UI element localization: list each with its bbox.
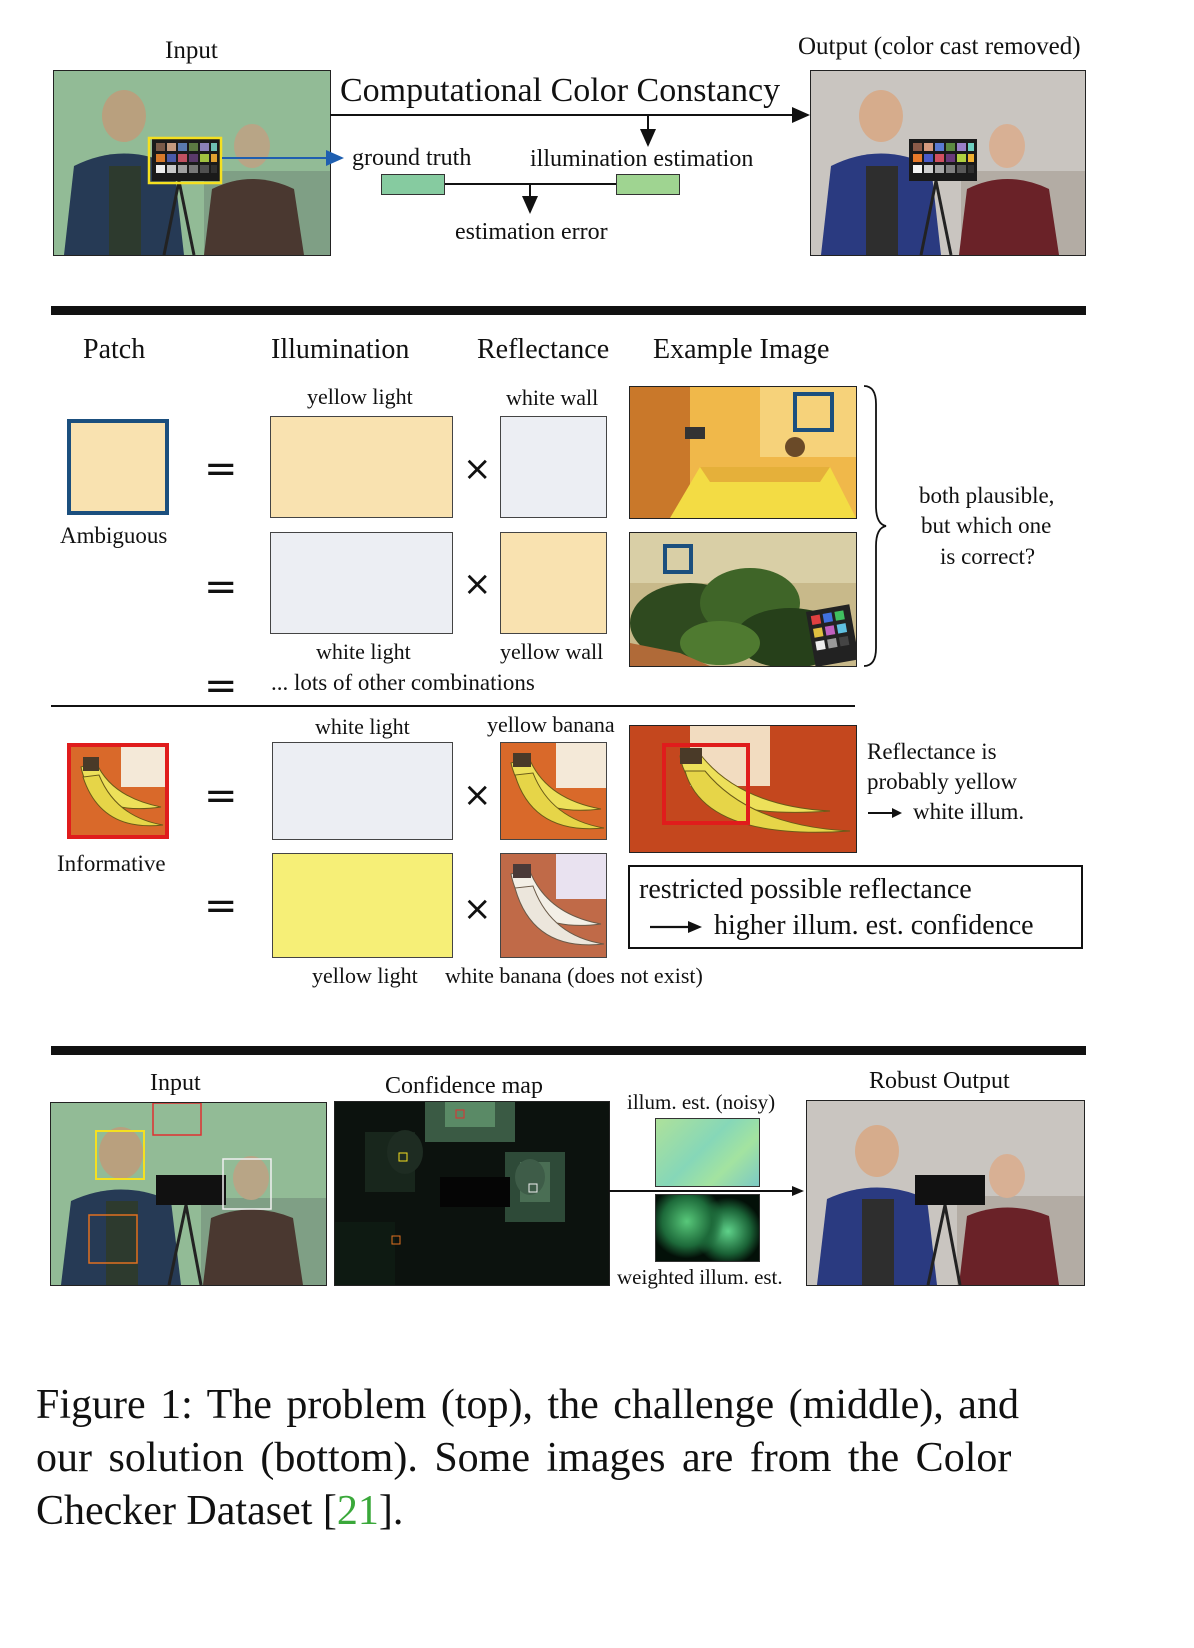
info-row2-refl-label: white banana (does not exist) bbox=[445, 963, 703, 988]
ambiguous-label: Ambiguous bbox=[60, 523, 168, 548]
info-row2-illum-label: yellow light bbox=[312, 963, 418, 988]
top-output-label: Output (color cast removed) bbox=[798, 33, 1081, 60]
info-row1-refl-label: yellow banana bbox=[487, 712, 615, 737]
color-checker-highlight bbox=[147, 136, 223, 185]
bottom-input-photo bbox=[50, 1102, 327, 1286]
illum-estimate-swatch bbox=[616, 174, 680, 195]
times-sign: × bbox=[463, 889, 492, 929]
header-example-image: Example Image bbox=[653, 334, 830, 365]
noisy-estimate-map bbox=[655, 1118, 760, 1187]
times-sign: × bbox=[463, 449, 492, 489]
amb-row1-illum-label: yellow light bbox=[307, 384, 413, 409]
robust-output-scene bbox=[807, 1101, 1084, 1285]
top-input-scene bbox=[54, 71, 330, 255]
info-row2-white-banana bbox=[500, 853, 607, 958]
method-title: Computational Color Constancy bbox=[340, 72, 781, 109]
weighted-estimate-map bbox=[655, 1194, 760, 1262]
equals-sign: = bbox=[204, 883, 238, 929]
arrow-right-icon bbox=[650, 921, 702, 933]
other-combinations: ... lots of other combinations bbox=[271, 670, 535, 695]
top-output-scene bbox=[811, 71, 1085, 255]
banana-scene bbox=[630, 726, 856, 852]
ground-truth-swatch bbox=[381, 174, 445, 195]
caption-line2: our solution (bottom). Some images are f… bbox=[36, 1435, 1012, 1481]
header-illumination: Illumination bbox=[271, 334, 410, 365]
info-row1-yellow-banana bbox=[500, 742, 607, 840]
ground-truth-label: ground truth bbox=[352, 145, 472, 171]
top-input-photo bbox=[53, 70, 331, 256]
amb-row2-illum-label: white light bbox=[316, 639, 411, 664]
info-row1-white-light bbox=[272, 742, 453, 840]
ambiguous-patch bbox=[67, 419, 169, 515]
brace-icon bbox=[863, 385, 887, 667]
info-row1-illum-label: white light bbox=[315, 714, 410, 739]
example-image-banana bbox=[629, 725, 857, 853]
amb-row1-yellow-light bbox=[270, 416, 453, 518]
robust-output-label: Robust Output bbox=[869, 1068, 1010, 1094]
header-reflectance: Reflectance bbox=[477, 334, 610, 365]
informative-note-line1: Reflectance is bbox=[867, 739, 997, 764]
informative-note-line2: probably yellow bbox=[867, 769, 1018, 794]
amb-row2-refl-label: yellow wall bbox=[500, 639, 604, 664]
plant-scene bbox=[630, 533, 856, 666]
equals-sign: = bbox=[204, 773, 238, 819]
arrow-right-icon bbox=[608, 1186, 804, 1196]
ambiguous-note-line1: both plausible, bbox=[919, 483, 1055, 508]
white-banana-image bbox=[501, 854, 606, 957]
confidence-map-scene bbox=[335, 1102, 609, 1285]
estimation-error-label: estimation error bbox=[455, 219, 608, 245]
top-output-photo bbox=[810, 70, 1086, 256]
confidence-map-label: Confidence map bbox=[385, 1073, 543, 1099]
confidence-callout-box bbox=[628, 865, 1083, 949]
room-scene bbox=[630, 387, 856, 518]
bottom-input-label: Input bbox=[150, 1070, 201, 1096]
section-divider-top bbox=[51, 306, 1086, 315]
confidence-map-image bbox=[334, 1101, 610, 1286]
equals-sign: = bbox=[204, 446, 238, 492]
middle-separator bbox=[51, 705, 855, 707]
color-checker-chart bbox=[805, 604, 856, 666]
noisy-estimate-label: illum. est. (noisy) bbox=[627, 1090, 776, 1114]
equals-sign: = bbox=[204, 564, 238, 610]
informative-note-line3: white illum. bbox=[913, 799, 1025, 824]
caption-line3: Checker Dataset [21]. bbox=[36, 1490, 403, 1532]
ambiguous-note-line3: is correct? bbox=[940, 544, 1036, 569]
top-flow-arrows bbox=[222, 107, 810, 214]
times-sign: × bbox=[463, 775, 492, 815]
yellow-banana-image bbox=[501, 743, 606, 839]
illum-estimation-label: illumination estimation bbox=[530, 146, 754, 172]
citation-link[interactable]: 21 bbox=[336, 1488, 379, 1534]
callout-line1: restricted possible reflectance bbox=[639, 874, 972, 905]
section-divider-bottom bbox=[51, 1046, 1086, 1055]
equals-sign: = bbox=[204, 663, 238, 709]
robust-output-photo bbox=[806, 1100, 1085, 1286]
example-image-plant bbox=[629, 532, 857, 667]
amb-row2-white-light bbox=[270, 532, 453, 634]
caption-line1: Figure 1: The problem (top), the challen… bbox=[36, 1382, 1019, 1428]
arrow-right-icon bbox=[868, 808, 902, 818]
top-input-label: Input bbox=[165, 37, 218, 64]
informative-label: Informative bbox=[57, 851, 166, 876]
callout-line2: higher illum. est. confidence bbox=[714, 910, 1034, 941]
header-patch: Patch bbox=[83, 334, 146, 365]
amb-row1-refl-label: white wall bbox=[506, 385, 599, 410]
ambiguous-note-line2: but which one bbox=[921, 513, 1052, 538]
informative-patch bbox=[67, 743, 169, 839]
info-row2-yellow-light bbox=[272, 853, 453, 958]
bottom-input-scene bbox=[51, 1103, 326, 1285]
amb-row1-white-wall bbox=[500, 416, 607, 518]
weighted-estimate-label: weighted illum. est. bbox=[617, 1265, 783, 1289]
example-image-room bbox=[629, 386, 857, 519]
caption-line3-prefix: Checker Dataset [ bbox=[36, 1488, 337, 1534]
amb-row2-yellow-wall bbox=[500, 532, 607, 634]
times-sign: × bbox=[463, 564, 492, 604]
caption-line3-suffix: ]. bbox=[378, 1488, 404, 1534]
color-checker-chart bbox=[156, 143, 217, 173]
banana-patch-image bbox=[71, 747, 165, 835]
